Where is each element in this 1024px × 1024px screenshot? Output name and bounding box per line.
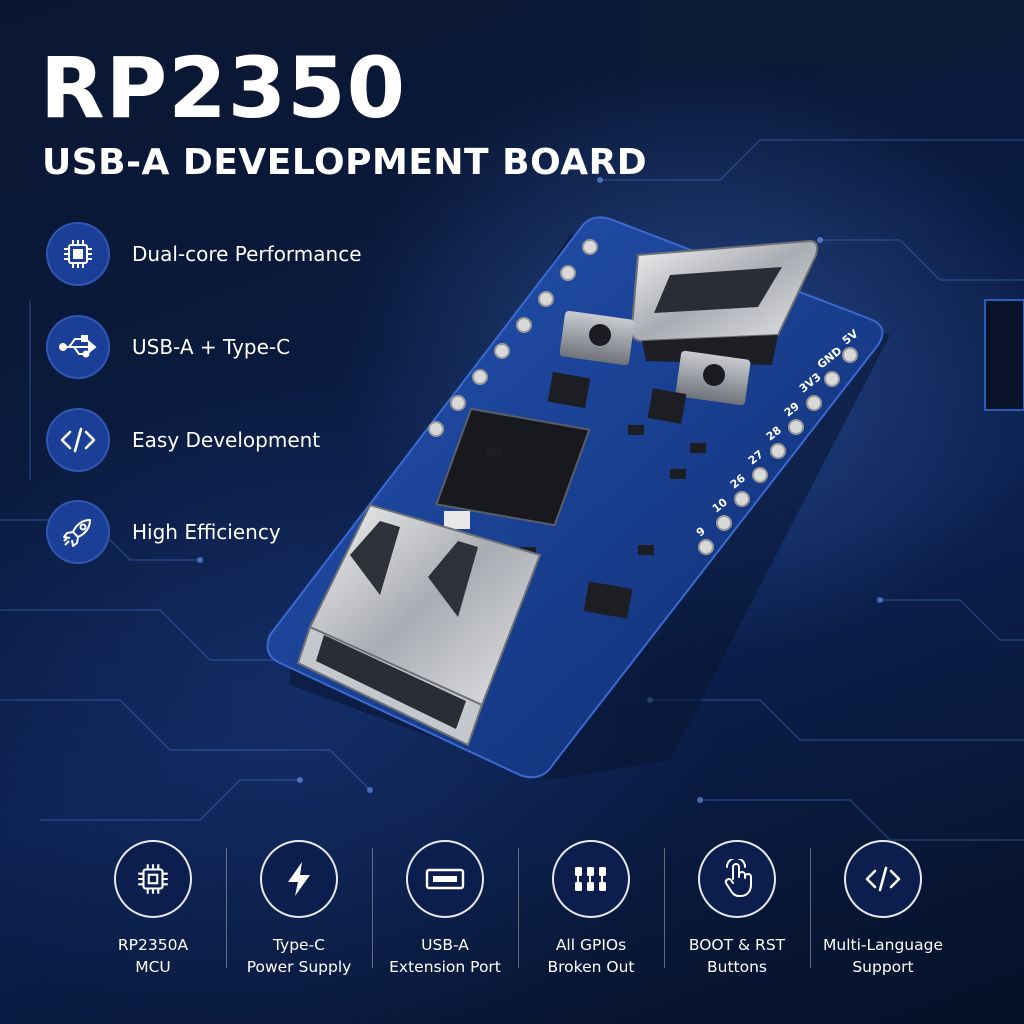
spec-strip: RP2350A MCU Type-C Power Supply USB-A Exten… (80, 840, 960, 980)
spec-line1: Multi-Language (823, 936, 943, 954)
code-icon (46, 408, 110, 472)
spec-line1: RP2350A (117, 936, 189, 954)
feature-label: High Efficiency (132, 520, 281, 544)
feature-high-efficiency: High Efficiency (46, 500, 281, 564)
rocket-icon (46, 500, 110, 564)
gpio-icon (552, 840, 630, 918)
spec-line2: Buttons (707, 958, 767, 977)
feature-easy-development: Easy Development (46, 408, 320, 472)
spec-line1: All GPIOs (555, 936, 627, 954)
spec-buttons: BOOT & RST Buttons (664, 840, 810, 980)
spec-line2: Broken Out (547, 958, 635, 977)
feature-label: USB-A + Type-C (132, 335, 291, 359)
usb-a-connector (296, 503, 542, 747)
code-icon (844, 840, 922, 918)
mcu-chip (435, 407, 591, 527)
right-pin-header (698, 347, 858, 555)
spec-line2: MCU (135, 958, 171, 977)
reset-button (675, 350, 751, 406)
spec-line1: BOOT & RST (688, 936, 786, 954)
left-pin-header (428, 239, 598, 437)
feature-dual-core: Dual-core Performance (46, 222, 362, 286)
spec-line2: Extension Port (389, 958, 501, 977)
spec-line1: USB-A (421, 936, 469, 954)
spec-line2: Power Supply (246, 958, 352, 977)
touch-icon (698, 840, 776, 918)
dev-board-image: 5V GND 3V3 29 28 27 26 10 9 (250, 215, 900, 805)
feature-usb: USB-A + Type-C (46, 315, 290, 379)
feature-label: Easy Development (132, 428, 321, 452)
spec-type-c: Type-C Power Supply (226, 840, 372, 980)
spec-usb-a: USB-A Extension Port (372, 840, 518, 980)
hero-title: RP2350 (40, 39, 407, 137)
chip-icon (114, 840, 192, 918)
usb-port-icon (406, 840, 484, 918)
feature-label: Dual-core Performance (132, 242, 362, 266)
usb-icon (46, 315, 110, 379)
spec-line1: Type-C (272, 936, 326, 954)
hero-subtitle: USB-A DEVELOPMENT BOARD (42, 142, 648, 183)
chip-icon (46, 222, 110, 286)
lightning-icon (260, 840, 338, 918)
spec-line2: Support (852, 958, 914, 977)
spec-mcu: RP2350A MCU (80, 840, 226, 980)
boot-button (559, 310, 635, 366)
